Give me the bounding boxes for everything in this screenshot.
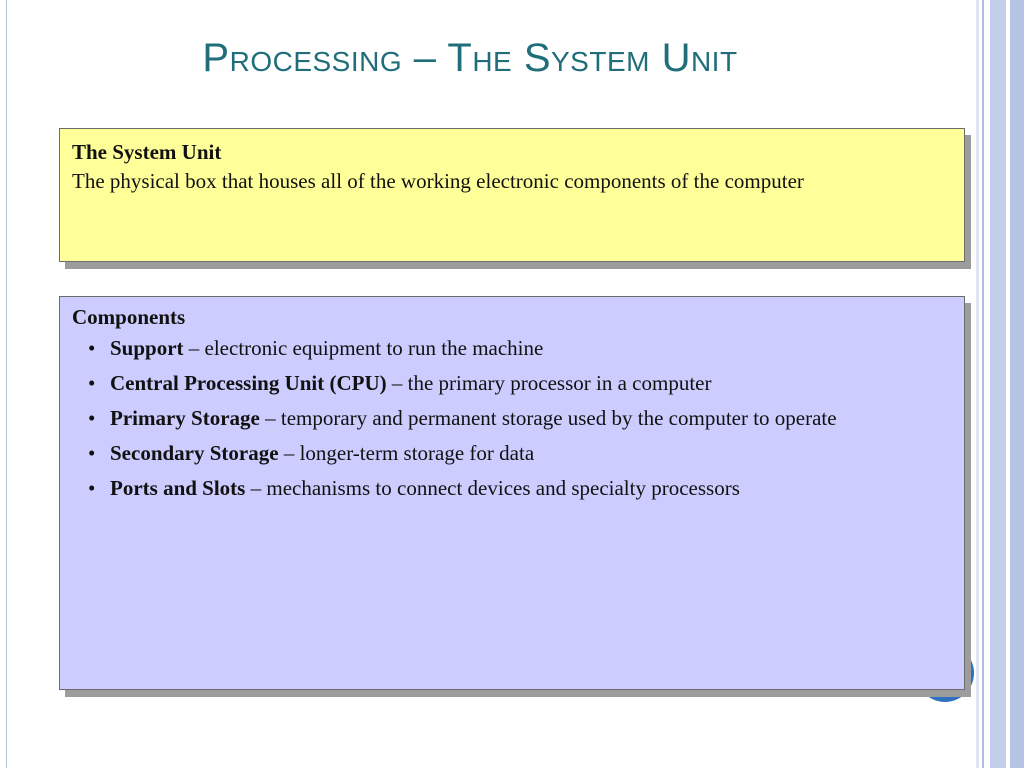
- item-description: – mechanisms to connect devices and spec…: [245, 476, 740, 500]
- list-item: • Central Processing Unit (CPU) – the pri…: [72, 370, 952, 397]
- item-term: Primary Storage: [110, 406, 260, 430]
- item-description: – longer-term storage for data: [278, 441, 535, 465]
- slide-left-border: [6, 0, 7, 768]
- item-term: Support: [110, 336, 184, 360]
- components-box: Components • Support – electronic equipme…: [59, 296, 965, 690]
- item-term: Ports and Slots: [110, 476, 246, 500]
- list-item: • Secondary Storage – longer-term storage…: [72, 440, 952, 467]
- bullet: •: [88, 371, 96, 395]
- bullet: •: [88, 336, 96, 360]
- list-item: • Ports and Slots – mechanisms to connect…: [72, 475, 952, 502]
- definition-box: The System Unit The physical box that ho…: [59, 128, 965, 262]
- item-description: – temporary and permanent storage used b…: [259, 406, 837, 430]
- decorative-right-stripes: [976, 0, 1024, 768]
- stripe: [976, 0, 979, 768]
- stripe: [990, 0, 1006, 768]
- item-term: Secondary Storage: [110, 441, 279, 465]
- definition-heading: The System Unit: [72, 140, 222, 164]
- list-item: • Support – electronic equipment to run t…: [72, 335, 952, 362]
- components-list: • Support – electronic equipment to run t…: [72, 335, 952, 502]
- item-description: – the primary processor in a computer: [386, 371, 712, 395]
- item-term: Central Processing Unit (CPU): [110, 371, 387, 395]
- components-heading: Components: [72, 305, 186, 329]
- bullet: •: [88, 406, 96, 430]
- definition-text: The physical box that houses all of the …: [72, 169, 804, 193]
- bullet: •: [88, 441, 96, 465]
- bullet: •: [88, 476, 96, 500]
- item-description: – electronic equipment to run the machin…: [183, 336, 544, 360]
- stripe: [1007, 0, 1009, 768]
- stripe: [1010, 0, 1024, 768]
- stripe: [982, 0, 984, 768]
- list-item: • Primary Storage – temporary and permane…: [72, 405, 952, 432]
- slide-title: Processing – The System Unit: [202, 36, 738, 80]
